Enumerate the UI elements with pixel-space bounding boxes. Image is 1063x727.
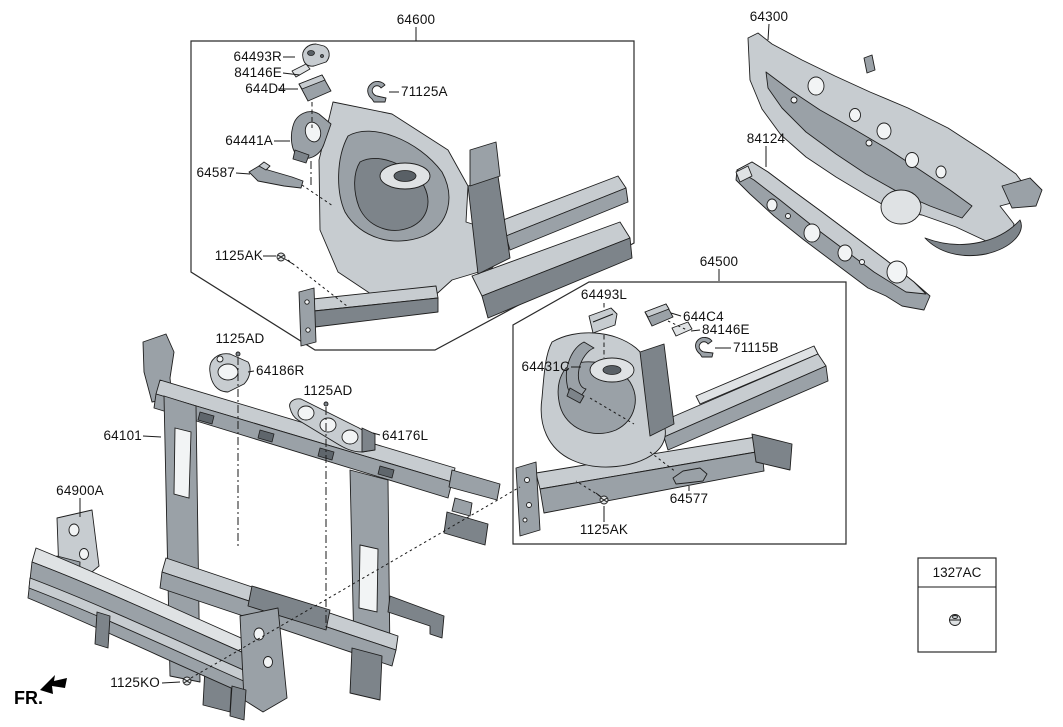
part-label-64441a[interactable]: 64441A [225,133,273,148]
part-label-1125ad-1[interactable]: 1125AD [215,331,265,346]
assembly-box-64600-outline [190,40,635,351]
part-label-64900a[interactable]: 64900A [56,483,104,498]
part-label-64577[interactable]: 64577 [669,491,709,506]
clip-71115b-icon [695,337,714,358]
part-label-64587[interactable]: 64587 [196,165,235,180]
part-label-71125a[interactable]: 71125A [401,84,448,99]
part-label-644d4[interactable]: 644D4 [245,81,286,96]
fr-direction-label: FR. [14,688,43,708]
ref-box-title: 1327AC [932,565,982,580]
part-label-64101[interactable]: 64101 [103,428,142,443]
part-label-64431c[interactable]: 64431C [521,359,570,374]
part-label-1125ad-2[interactable]: 1125AD [303,383,353,398]
part-label-64600[interactable]: 64600 [396,12,436,27]
assembly-box-64500-outline [512,281,847,545]
part-label-1125ak-rh[interactable]: 1125AK [214,248,263,263]
part-label-64186r[interactable]: 64186R [256,363,305,378]
small-parts-lh [565,303,714,505]
fr-arrow-icon [40,675,67,694]
dash-panel-drawing [747,32,1043,257]
part-label-64500[interactable]: 64500 [699,254,739,269]
part-label-84146e-lh[interactable]: 84146E [702,322,750,337]
part-label-64493l[interactable]: 64493L [580,287,628,302]
part-label-71115b[interactable]: 71115B [733,340,779,355]
small-parts-rh [248,43,387,265]
part-label-1125ak-lh[interactable]: 1125AK [579,522,629,537]
part-label-64300[interactable]: 64300 [749,9,789,24]
ref-box-1327ac [917,557,997,653]
part-label-64493r[interactable]: 64493R [233,49,282,64]
part-label-644c4[interactable]: 644C4 [683,309,724,324]
fender-apron-rh-drawing [298,101,633,347]
bolt-icon [949,614,961,626]
dash-insulator-drawing [735,161,931,311]
part-label-64176l[interactable]: 64176L [382,428,429,443]
bolt-icon [182,676,192,686]
leader-lines [79,23,770,684]
clip-71125a-icon [367,81,387,103]
part-label-84124[interactable]: 84124 [746,131,786,146]
part-label-84146e-rh[interactable]: 84146E [234,65,282,80]
bumper-beam-drawing [27,509,288,721]
radiator-support-drawing [142,333,501,713]
bolt-icon [276,252,294,265]
part-label-1125ko[interactable]: 1125KO [110,675,160,690]
